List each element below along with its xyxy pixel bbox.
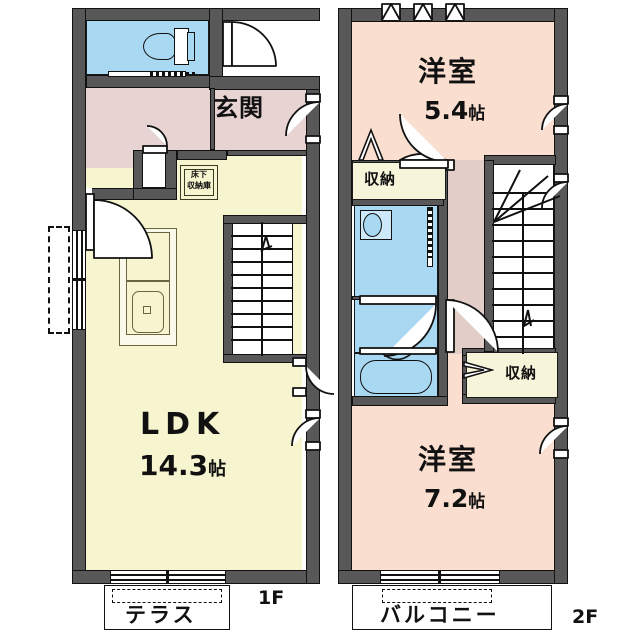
bedroom-upper-area-value: 5.4 [424, 96, 469, 125]
underfloor-storage-label-line1: 床下 [191, 170, 207, 179]
window-balcony-meeting-rail [438, 570, 441, 584]
balcony-label: バルコニー [380, 603, 500, 627]
bedroom-upper-area-unit: 帖 [468, 104, 486, 124]
kitchen-counter-divider [126, 280, 170, 282]
interior-wall-cupboard-bottom [133, 188, 177, 200]
floor-badge-1f: 1F [258, 587, 285, 609]
toilet-door-hatch [150, 72, 195, 76]
balcony-box [352, 585, 552, 630]
bathtub-edge-arc [382, 350, 412, 362]
exterior-wall-1f-top [72, 8, 320, 21]
interior-wall-bedroom-upper-bottom-right [484, 155, 556, 165]
stair-treads-2f [492, 192, 554, 354]
interior-wall-stairwell-top [223, 215, 307, 224]
bathtub-icon [360, 360, 432, 394]
balcony-eave-dash [382, 589, 492, 603]
ldk-area-value: 14.3 [139, 449, 209, 482]
storage-lower-arrow-icon [462, 356, 495, 384]
window-ldk-left-meeting-rail [72, 278, 86, 281]
bedroom-upper-2f [352, 22, 554, 160]
vanity-sink-icon [360, 210, 392, 240]
interior-wall-genkan-step-right [227, 150, 307, 156]
exterior-wall-2f-top [338, 8, 568, 22]
underfloor-storage-label-line2: 収納庫 [187, 181, 211, 190]
terrace-label: テラス [125, 603, 197, 627]
bedroom-lower-area-label: 7.2帖 [424, 486, 485, 511]
bedroom-lower-label: 洋室 [418, 443, 479, 476]
kitchen-sink-drain [143, 306, 151, 314]
exterior-wall-1f-entry-top [209, 76, 320, 90]
interior-wall-genkan-vertical [210, 88, 215, 150]
stair-treads-1f [231, 222, 293, 356]
genkan-label: 玄関 [214, 94, 264, 122]
ldk-area-label: 14.3帖 [139, 452, 226, 480]
exterior-wall-2f-right [554, 8, 568, 584]
terrace-eave-dash [112, 589, 222, 603]
ldk-area-unit: 帖 [208, 459, 227, 480]
underfloor-storage-box [180, 165, 218, 200]
bedroom-lower-area-unit: 帖 [468, 492, 486, 512]
window-ldk-left-awning [48, 226, 70, 334]
toilet-fixture [143, 28, 195, 66]
storage-upper-arrow-icon [357, 127, 385, 162]
storage-lower-label: 収納 [505, 364, 538, 382]
floor-badge-2f: 2F [572, 606, 599, 628]
bedroom-lower-2f [352, 400, 554, 570]
washroom-rail-hatch [428, 208, 432, 258]
interior-wall-genkan-step [177, 150, 227, 160]
window-ldk-terrace-meeting-rail [166, 570, 169, 584]
bedroom-upper-label: 洋室 [418, 55, 479, 88]
door-gap-hall-ldk [86, 188, 92, 200]
ldk-label: LDK [140, 407, 226, 442]
interior-wall-bedroom-lower-top [352, 396, 448, 406]
terrace-box [104, 585, 230, 630]
bath-lobby-2f [354, 298, 438, 353]
storage-upper-label: 収納 [364, 170, 397, 188]
bedroom-upper-area-label: 5.4帖 [424, 98, 485, 123]
interior-wall-washroom-bath-split [352, 296, 360, 300]
bedroom-lower-area-value: 7.2 [424, 484, 469, 513]
exterior-wall-2f-left [338, 8, 352, 584]
exterior-wall-1f-right-upper [306, 88, 320, 584]
